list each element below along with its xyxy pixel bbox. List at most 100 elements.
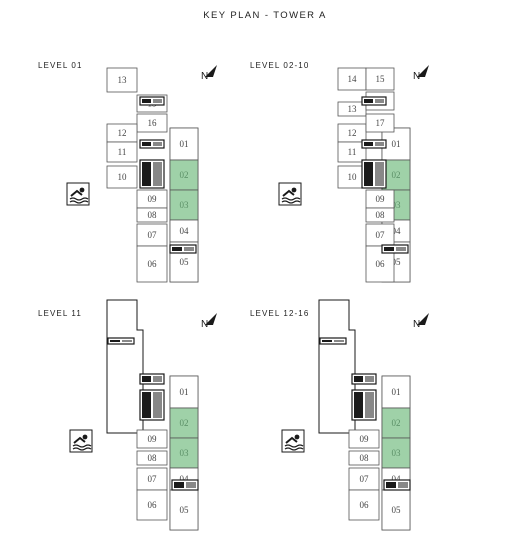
arrow-shape <box>205 313 217 325</box>
unit-label: 12 <box>348 128 357 138</box>
core-fill <box>153 162 162 186</box>
unit-04: 04 <box>169 219 199 243</box>
core-outline <box>351 373 377 385</box>
unit-outline <box>348 450 380 466</box>
level-label: LEVEL 12-16 <box>250 309 310 318</box>
unit-label: 07 <box>148 474 158 484</box>
unit-label: 13 <box>348 104 358 114</box>
unit-outline <box>381 407 411 439</box>
unit-label: 05 <box>180 257 190 267</box>
core-block <box>171 479 199 491</box>
unit-outline <box>106 165 138 189</box>
core-fill <box>153 392 162 418</box>
unit-02: 02 <box>381 159 411 191</box>
unit-outline <box>169 159 199 191</box>
arrow-shape <box>417 65 429 77</box>
core-outline <box>361 96 387 106</box>
swimming-pool-icon <box>66 182 90 206</box>
unit-label: 02 <box>392 418 401 428</box>
core-block <box>139 139 165 149</box>
north-label: N <box>201 319 208 330</box>
core-fill <box>354 376 363 382</box>
core-outline <box>169 244 197 254</box>
core-fill <box>110 340 120 342</box>
unit-03: 03 <box>169 189 199 221</box>
core-fill <box>186 482 196 488</box>
unit-outline <box>381 127 411 161</box>
arrow-shape <box>205 65 217 77</box>
unit-outline <box>381 489 411 531</box>
core-outline <box>383 479 411 491</box>
unit-label: 12 <box>118 128 127 138</box>
unit-label: 08 <box>148 453 158 463</box>
core-outline <box>171 479 199 491</box>
unit-08: 08 <box>365 207 395 223</box>
pool-body <box>285 436 298 444</box>
core-fill <box>384 247 394 251</box>
core-outline <box>139 373 165 385</box>
pool-wave <box>284 444 304 448</box>
floor-plan: 0102030405141315161211101709080706N <box>278 65 429 283</box>
core-block <box>139 373 165 385</box>
core-outline <box>139 96 165 106</box>
amenity-block <box>106 299 144 434</box>
unit-15: 15 <box>365 67 395 91</box>
unit-outline <box>365 207 395 223</box>
unit-label: 08 <box>360 453 370 463</box>
unit-label: 02 <box>180 170 189 180</box>
unit-label: 09 <box>148 194 158 204</box>
unit-05: 05 <box>169 489 199 531</box>
unit-outline <box>106 141 138 163</box>
core-fill <box>142 376 151 382</box>
core-fill <box>122 340 132 342</box>
unit-14: 14 <box>337 67 367 91</box>
core-fill <box>354 392 363 418</box>
unit-label: 03 <box>180 448 190 458</box>
unit-01: 01 <box>381 375 411 409</box>
unit-outline <box>365 67 395 91</box>
unit-16: 16 <box>136 113 168 133</box>
core-fill <box>322 340 332 342</box>
core-block <box>361 96 387 106</box>
unit-outline <box>169 127 199 161</box>
unit-11: 11 <box>337 141 367 163</box>
unit-09: 09 <box>136 429 168 449</box>
unit-label: 06 <box>360 500 370 510</box>
core-fill <box>375 142 384 146</box>
unit-11: 11 <box>106 141 138 163</box>
unit-03: 03 <box>169 437 199 469</box>
swimming-pool-icon <box>281 429 305 453</box>
unit-09: 09 <box>348 429 380 449</box>
unit-label: 05 <box>392 257 402 267</box>
unit-label: 03 <box>180 200 190 210</box>
unit-label: 09 <box>376 194 386 204</box>
unit-label: 14 <box>348 74 358 84</box>
unit-label: 15 <box>376 74 386 84</box>
core-fill <box>396 247 406 251</box>
core-fill <box>142 142 151 146</box>
unit-13: 13 <box>337 101 367 117</box>
core-fill <box>386 482 396 488</box>
core-fill <box>364 142 373 146</box>
pool-wave <box>281 197 301 201</box>
unit-label: 16 <box>148 118 158 128</box>
unit-label: 11 <box>348 147 357 157</box>
pool-head <box>79 187 85 193</box>
core-block <box>381 244 409 254</box>
unit-label: 13 <box>118 75 128 85</box>
core-fill <box>398 482 408 488</box>
core-fill <box>375 99 384 103</box>
core-fill <box>364 99 373 103</box>
plan-level-02-10: LEVEL 02-10 0102030405141315161211101709… <box>212 40 477 309</box>
core-block <box>169 244 197 254</box>
pool-body <box>282 189 295 197</box>
pool-wave <box>69 197 89 201</box>
page-title: KEY PLAN - TOWER A <box>203 10 327 21</box>
unit-02: 02 <box>381 407 411 439</box>
pool-body <box>70 189 83 197</box>
core-fill <box>334 340 344 342</box>
